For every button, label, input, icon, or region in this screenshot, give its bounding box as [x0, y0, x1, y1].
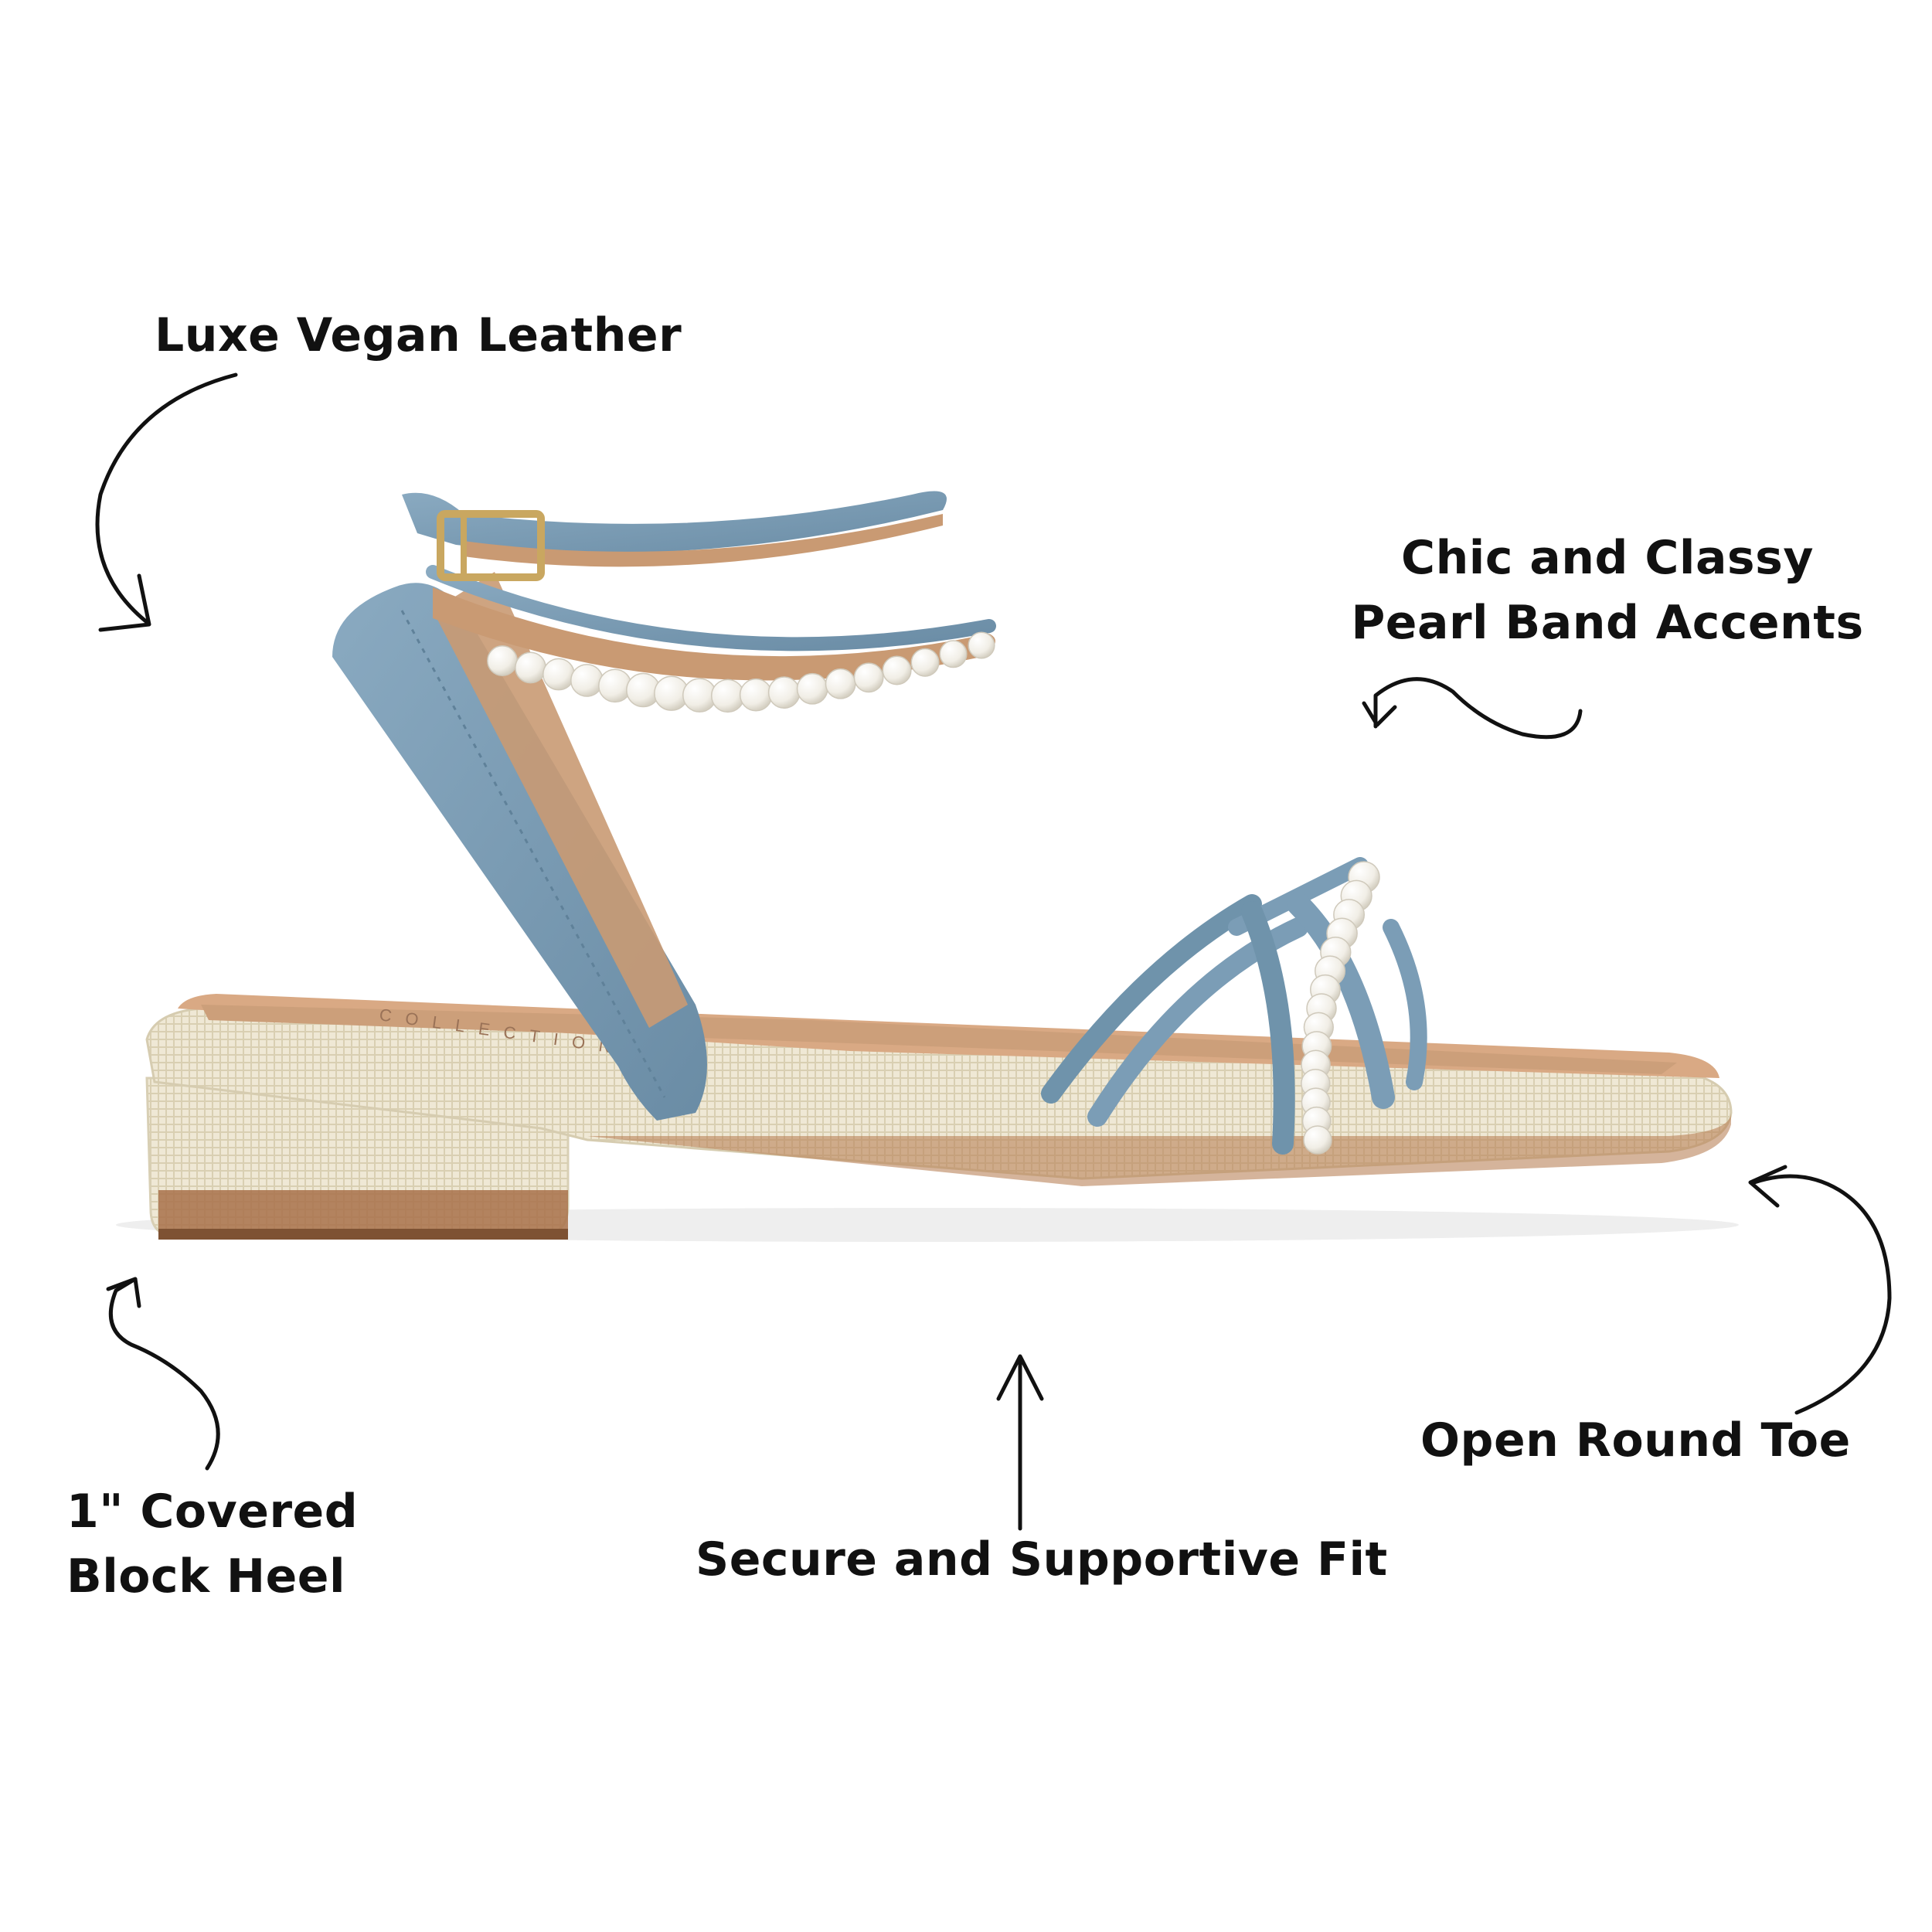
callout-pearl-line2: Pearl Band Accents [1351, 596, 1864, 650]
callout-heel-line2: Block Heel [66, 1549, 346, 1604]
callout-round-toe: Open Round Toe [1420, 1413, 1851, 1468]
callout-block-heel: 1" Covered Block Heel [66, 1479, 358, 1609]
heel-counter [332, 572, 707, 1121]
arrow-fit-head-icon [996, 1354, 1044, 1401]
arrow-pearl-icon [1373, 677, 1583, 740]
ankle-pearl-band [487, 631, 995, 713]
toe-straps [1041, 857, 1427, 1155]
pearl [598, 668, 632, 703]
arrow-pearl-head-icon [1362, 701, 1397, 727]
arrow-leather-head-icon [98, 573, 151, 632]
toe-pearl-band [1301, 861, 1380, 1155]
callout-vegan-leather: Luxe Vegan Leather [155, 308, 682, 362]
arrow-heel-head-icon [106, 1277, 141, 1308]
pearl [796, 672, 828, 705]
pearl [853, 662, 884, 693]
callout-fit: Secure and Supportive Fit [696, 1532, 1388, 1587]
pearl [1303, 1125, 1332, 1155]
pearl [515, 651, 546, 684]
callout-heel-line1: 1" Covered [66, 1485, 359, 1539]
callout-pearl-accents: Chic and Classy Pearl Band Accents [1298, 526, 1917, 655]
pearl [939, 640, 968, 668]
arrow-toe-icon [1752, 1174, 1892, 1415]
pearl [710, 679, 745, 713]
arrow-toe-head-icon [1748, 1165, 1787, 1208]
pearl [487, 645, 518, 676]
arrow-heel-icon [108, 1277, 220, 1471]
pearl [767, 676, 801, 709]
pearl [825, 668, 856, 699]
pearl [739, 678, 773, 712]
pearl [570, 664, 604, 697]
callout-pearl-line1: Chic and Classy [1401, 531, 1814, 585]
arrow-leather-icon [95, 372, 238, 624]
buckle-icon [437, 510, 545, 581]
pearl [968, 631, 995, 659]
pearl [882, 655, 912, 685]
pearl [543, 658, 575, 691]
pearl [910, 648, 940, 677]
